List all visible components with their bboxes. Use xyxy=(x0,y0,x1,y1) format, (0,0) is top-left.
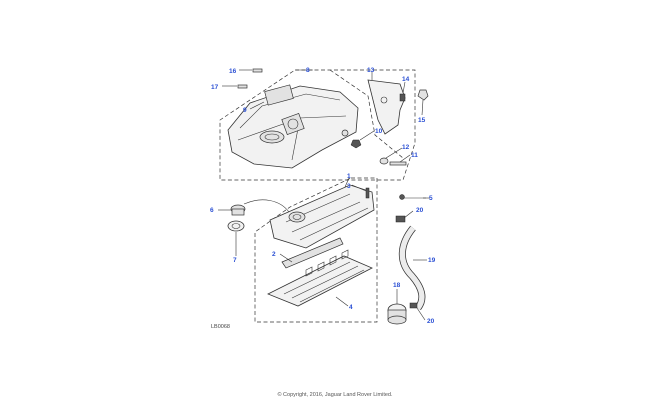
seal-7-inner xyxy=(231,223,241,229)
callout-8: 8 xyxy=(306,67,310,74)
cover-tab xyxy=(264,84,294,106)
callout-10: 10 xyxy=(375,128,383,135)
gasket-4 xyxy=(267,255,373,307)
seal-7 xyxy=(227,220,245,232)
filler-neck xyxy=(288,211,306,223)
copyright-notice: © Copyright, 2016, Jaguar Land Rover Lim… xyxy=(277,392,393,398)
bolt-11 xyxy=(389,161,407,166)
callout-16: 16 xyxy=(229,68,237,75)
oil-separator-base xyxy=(387,315,407,325)
callout-7: 7 xyxy=(233,257,237,264)
callout-17: 17 xyxy=(211,84,219,91)
callout-19: 19 xyxy=(428,257,436,264)
nut-10 xyxy=(350,139,362,149)
callout-14: 14 xyxy=(402,76,410,83)
callout-1: 1 xyxy=(347,173,351,180)
cover-filler-ring xyxy=(287,118,299,130)
cover-badge-inner xyxy=(264,133,280,141)
reference-code: LB0068 xyxy=(211,324,230,330)
washer-12 xyxy=(379,157,389,165)
pin-17 xyxy=(237,84,248,89)
callout-11: 11 xyxy=(411,152,418,159)
vent-tube xyxy=(243,199,290,213)
callout-18: 18 xyxy=(393,282,401,289)
cam-cover xyxy=(269,184,375,249)
callout-20a: 20 xyxy=(416,207,424,214)
gasket-4-cells xyxy=(283,261,365,303)
callout-5: 5 xyxy=(429,195,433,202)
bolt-15 xyxy=(417,89,429,101)
cover-group-outline xyxy=(219,69,416,181)
bracket-group-outline xyxy=(329,69,404,159)
plugwell-seals xyxy=(305,249,349,277)
cover-filler-hole xyxy=(281,112,305,136)
pin-16 xyxy=(252,68,263,73)
cover-grommet xyxy=(341,129,349,137)
callout-3: 3 xyxy=(347,183,351,190)
callout-4: 4 xyxy=(349,304,353,311)
breather-hose-fill xyxy=(399,226,425,310)
callout-9: 9 xyxy=(243,107,247,114)
callout-12: 12 xyxy=(402,144,410,151)
bracket-hole xyxy=(380,96,388,104)
cover-badge xyxy=(259,130,285,144)
callout-13: 13 xyxy=(367,67,375,74)
filler-neck-inner xyxy=(292,214,302,220)
leader-lines xyxy=(218,69,430,321)
bolt-5-head xyxy=(399,194,405,200)
filler-cap-body xyxy=(231,208,245,216)
camcover-group-outline xyxy=(254,177,378,323)
clamp-20-top xyxy=(395,215,406,223)
clip-14 xyxy=(399,93,406,102)
bolt-3 xyxy=(365,187,370,199)
callout-15: 15 xyxy=(418,117,426,124)
clamp-20-bottom xyxy=(409,302,418,309)
callout-6: 6 xyxy=(210,207,214,214)
callout-20b: 20 xyxy=(427,318,435,325)
gasket-2 xyxy=(281,237,344,269)
callout-2: 2 xyxy=(272,251,276,258)
bracket xyxy=(367,79,406,135)
